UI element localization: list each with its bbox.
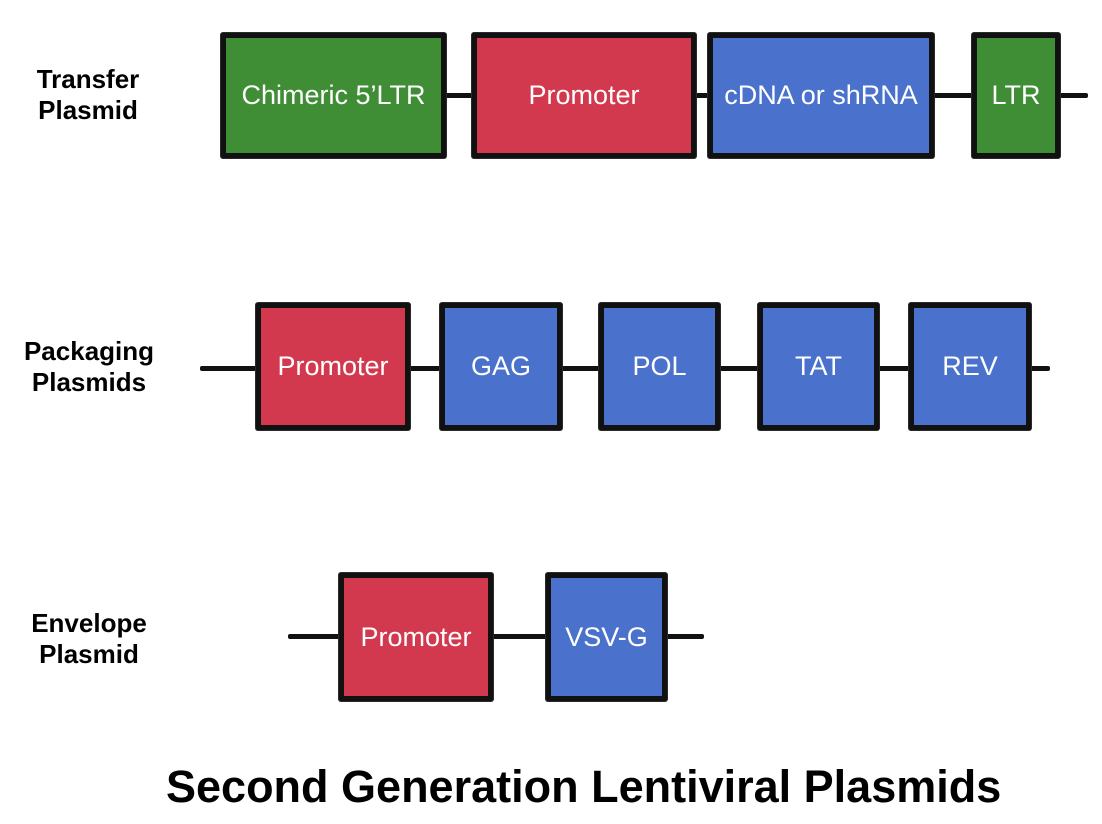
row-label-line: Plasmid bbox=[38, 95, 138, 125]
element-label: Chimeric 5’LTR bbox=[241, 80, 426, 110]
element-label: Promoter bbox=[277, 351, 389, 381]
row-label-line: Envelope bbox=[31, 608, 147, 638]
row-label-transfer-plasmid: Transfer Plasmid bbox=[18, 64, 158, 126]
row-label-line: Packaging bbox=[23, 336, 155, 366]
element-promoter-transfer: Promoter bbox=[472, 33, 696, 158]
element-label: Promoter bbox=[528, 80, 640, 110]
element-pol: POL bbox=[599, 303, 720, 430]
element-promoter-envelope: Promoter bbox=[339, 573, 493, 701]
element-label: REV bbox=[942, 351, 998, 381]
element-cdna-or-shrna: cDNA or shRNA bbox=[708, 33, 934, 158]
element-label: VSV-G bbox=[565, 621, 648, 652]
row-label-packaging-plasmids: Packaging Plasmids bbox=[8, 336, 170, 398]
row-label-line: Plasmid bbox=[39, 639, 139, 669]
element-chimeric-5-ltr: Chimeric 5’LTR bbox=[221, 33, 446, 158]
element-tat: TAT bbox=[758, 303, 879, 430]
element-label: cDNA or shRNA bbox=[724, 80, 918, 110]
row-label-line: Transfer bbox=[36, 64, 140, 94]
plasmid-backbone-envelope bbox=[288, 634, 704, 639]
element-ltr: LTR bbox=[972, 33, 1060, 158]
diagram-title: Second Generation Lentiviral Plasmids bbox=[166, 761, 1002, 812]
element-label: Promoter bbox=[360, 621, 472, 652]
row-label-envelope-plasmid: Envelope Plasmid bbox=[18, 608, 160, 670]
element-promoter-packaging: Promoter bbox=[256, 303, 410, 430]
element-label: TAT bbox=[795, 351, 842, 381]
element-rev: REV bbox=[909, 303, 1031, 430]
element-label: LTR bbox=[991, 80, 1041, 110]
element-label: POL bbox=[632, 351, 687, 381]
element-label: GAG bbox=[470, 351, 531, 381]
row-label-line: Plasmids bbox=[31, 367, 147, 397]
element-gag: GAG bbox=[440, 303, 562, 430]
element-vsv-g: VSV-G bbox=[546, 573, 667, 701]
